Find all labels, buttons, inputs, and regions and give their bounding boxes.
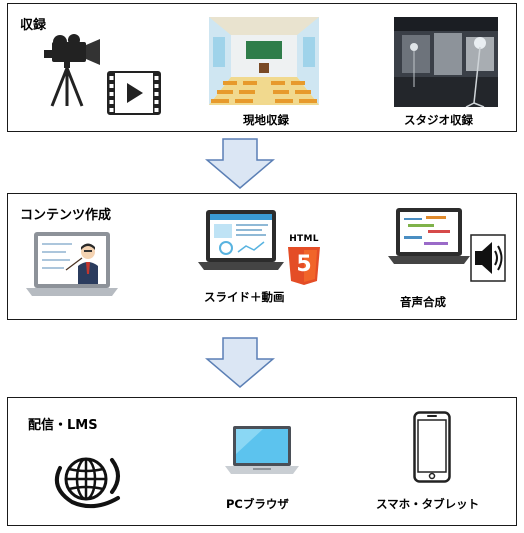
globe-icon <box>55 457 120 509</box>
html5-text: HTML <box>289 234 319 244</box>
smartphone-icon <box>413 411 451 483</box>
down-arrow-icon <box>205 337 275 388</box>
audio-laptop-icon <box>388 208 470 264</box>
down-arrow-icon <box>205 138 275 189</box>
recording-title: 収録 <box>20 18 47 33</box>
distribution-section: 配信・LMS PCブラウザ スマホ・タブレット <box>7 397 517 526</box>
html5-shield-icon <box>288 247 320 285</box>
onsite-recording-label: 現地収録 <box>243 113 289 127</box>
studio-icon <box>394 17 498 107</box>
content-creation-title: コンテンツ作成 <box>20 208 112 223</box>
recording-section: 収録 <box>7 3 517 132</box>
smartphone-tablet-label: スマホ・タブレット <box>376 497 480 511</box>
slide-laptop-icon <box>198 210 284 270</box>
html5-icon: HTML 5 <box>287 234 321 290</box>
pc-laptop-icon <box>225 426 299 474</box>
speech-synthesis-label: 音声合成 <box>400 295 446 309</box>
play-video-icon <box>107 71 161 115</box>
slide-video-label: スライド＋動画 <box>204 290 285 304</box>
lecturer-laptop-icon <box>26 232 118 296</box>
pc-browser-label: PCブラウザ <box>226 497 289 511</box>
distribution-title: 配信・LMS <box>28 418 98 433</box>
studio-recording-label: スタジオ収録 <box>404 113 473 127</box>
video-camera-icon <box>44 34 100 107</box>
html5-number: 5 <box>296 252 312 277</box>
content-creation-section: コンテンツ作成 スライド＋動画 HTML 5 <box>7 193 517 320</box>
classroom-icon <box>209 17 319 105</box>
speaker-icon <box>470 234 506 282</box>
